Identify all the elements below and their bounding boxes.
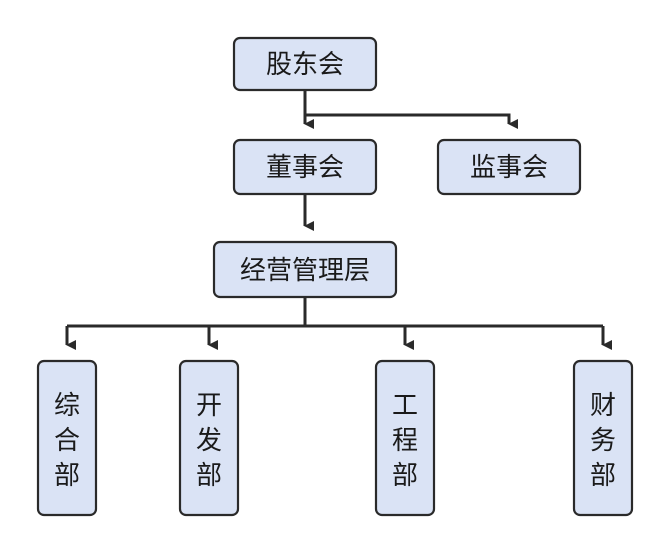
finance-dept-char-2: 务: [590, 426, 616, 456]
eng-dept-char-1: 工: [392, 391, 418, 421]
node-management: 经营管理层: [212, 240, 398, 299]
eng-dept-char-2: 程: [392, 426, 418, 456]
node-board: 董事会: [232, 138, 378, 196]
general-dept-char-1: 综: [54, 391, 80, 421]
node-shareholders-label: 股东会: [266, 50, 344, 80]
finance-dept-char-1: 财: [590, 391, 616, 421]
node-supervisors-label: 监事会: [470, 153, 548, 183]
node-board-label: 董事会: [266, 153, 344, 183]
edge-shareholders-supervisors: [305, 113, 518, 129]
dev-dept-char-1: 开: [196, 391, 222, 421]
node-dev-dept: 开 发 部: [178, 359, 240, 517]
general-dept-char-2: 合: [54, 426, 80, 456]
general-dept-char-3: 部: [54, 461, 80, 491]
node-supervisors: 监事会: [436, 138, 582, 196]
node-eng-dept: 工 程 部: [374, 359, 436, 517]
node-general-dept: 综 合 部: [36, 359, 98, 517]
connectors: [65, 90, 612, 350]
dev-dept-char-3: 部: [196, 461, 222, 491]
node-management-label: 经营管理层: [240, 256, 370, 286]
dev-dept-char-2: 发: [196, 426, 222, 456]
node-shareholders: 股东会: [232, 36, 378, 92]
finance-dept-char-3: 部: [590, 461, 616, 491]
node-finance-dept: 财 务 部: [572, 359, 634, 517]
eng-dept-char-3: 部: [392, 461, 418, 491]
